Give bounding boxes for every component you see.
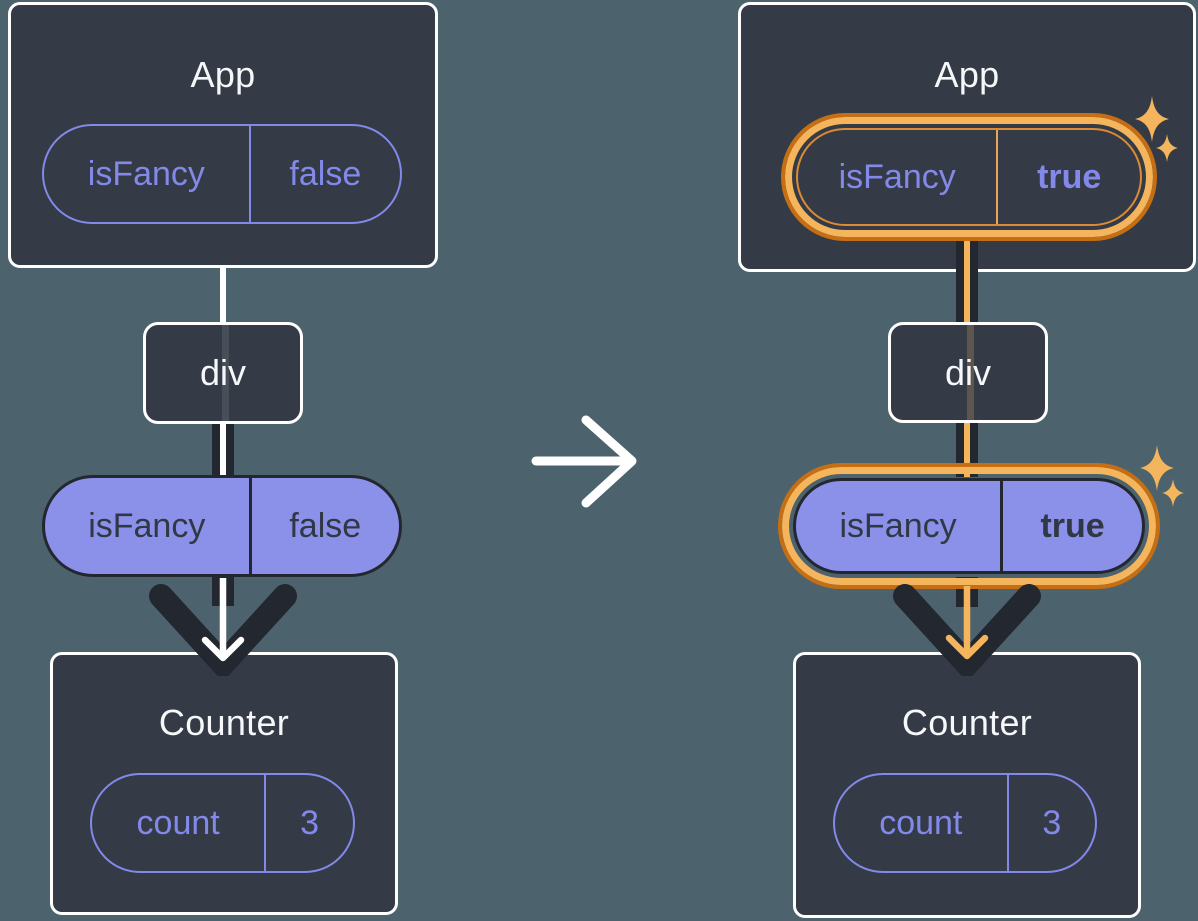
- component-title: Counter: [158, 702, 290, 743]
- prop-value: false: [289, 506, 362, 545]
- sparkle-icon: [1135, 96, 1169, 142]
- state-name: isFancy: [798, 130, 999, 224]
- div-node-card: div: [143, 322, 303, 424]
- div-label: div: [199, 352, 247, 393]
- component-title: App: [190, 54, 256, 95]
- counter-state-pill: count 3: [833, 773, 1097, 873]
- state-value: false: [289, 154, 362, 193]
- state-name: count: [92, 775, 267, 871]
- connector-line-faint: [222, 325, 229, 421]
- state-value: true: [1037, 157, 1102, 196]
- connector-line: [964, 423, 970, 477]
- passed-prop-pill: isFancy false: [42, 475, 402, 577]
- app-state-pill: isFancy false: [42, 124, 402, 224]
- arrow-down-icon: [201, 578, 245, 662]
- arrow-down-chevron-icon: [893, 584, 1041, 676]
- sparkle-icon: [1140, 445, 1174, 491]
- app-state-pill: isFancy true: [796, 128, 1142, 226]
- state-name: isFancy: [44, 126, 251, 222]
- connector-line: [220, 266, 226, 324]
- prop-name: isFancy: [45, 478, 252, 574]
- arrow-down-chevron-icon: [149, 584, 297, 676]
- div-label: div: [944, 351, 992, 393]
- arrow-right-icon: [531, 415, 637, 508]
- passed-prop-pill-highlighted: isFancy true: [778, 463, 1160, 589]
- state-value: 3: [1042, 803, 1062, 842]
- connector-line-faint: [967, 325, 974, 420]
- app-state-pill-highlighted: isFancy true: [781, 113, 1157, 241]
- div-node-card: div: [888, 322, 1048, 423]
- component-title: App: [934, 54, 1000, 95]
- state-value: 3: [300, 803, 320, 842]
- sparkle-icon: [1156, 134, 1178, 162]
- counter-state-pill: count 3: [90, 773, 355, 873]
- connector-line: [220, 424, 226, 477]
- arrow-down-icon: [945, 586, 989, 660]
- sparkle-icon: [1162, 479, 1184, 507]
- passed-prop-pill: isFancy true: [793, 478, 1145, 574]
- component-title: Counter: [901, 702, 1033, 743]
- state-name: count: [835, 775, 1009, 871]
- prop-value: true: [1040, 506, 1105, 545]
- connector-line: [964, 235, 970, 322]
- prop-name: isFancy: [796, 481, 1004, 571]
